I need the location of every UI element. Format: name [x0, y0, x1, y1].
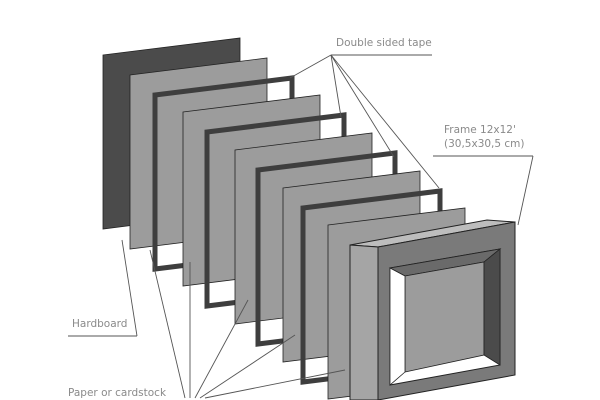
label-frame-size-cm: (30,5x30,5 cm) — [444, 138, 525, 150]
label-hardboard: Hardboard — [72, 318, 128, 330]
shadow-box-frame — [349, 219, 516, 400]
label-double-sided-tape: Double sided tape — [336, 37, 432, 49]
label-paper-cardstock: Paper or cardstock — [68, 387, 167, 399]
leader-lines — [68, 54, 534, 399]
label-frame-size: Frame 12x12' — [444, 124, 516, 136]
